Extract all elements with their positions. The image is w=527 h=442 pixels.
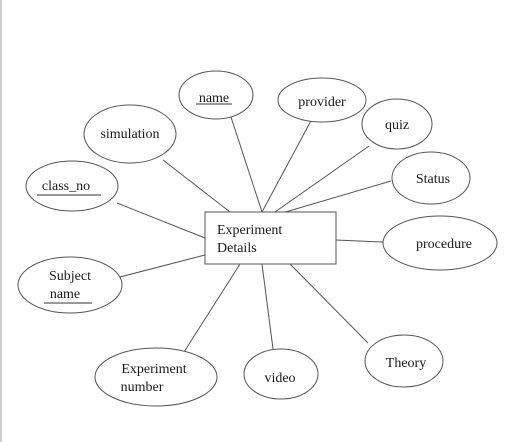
attribute-video-label: video [264,371,295,386]
entity-experiment-details[interactable]: Experiment Details [204,211,337,265]
attribute-procedure-label: procedure [416,237,472,252]
entity-label-line-2: Details [217,241,257,256]
attribute-simulation[interactable]: simulation [83,104,177,164]
attribute-subject-name-line-2: name [50,287,80,302]
edge-quiz [274,145,370,213]
attribute-subject-name[interactable]: Subject name [17,256,123,314]
edge-experiment-number [183,263,241,353]
attribute-class-no-label: class_no [42,179,90,194]
attribute-name-label: name [199,91,229,106]
attribute-experiment-number-line-1: Experiment [121,362,186,377]
entity-label-line-1: Experiment [217,223,282,238]
attribute-experiment-number-line-2: number [121,380,164,395]
edge-video [261,263,274,350]
edge-simulation [162,159,231,213]
attribute-provider-label: provider [298,95,346,110]
attribute-name[interactable]: name [178,70,254,120]
edge-name [229,113,263,213]
attribute-subject-name-line-1: Subject [49,269,91,284]
edge-status [281,180,392,214]
attribute-quiz[interactable]: quiz [361,98,433,150]
attribute-status-label: Status [416,172,450,187]
relationship-lines [116,113,392,353]
edge-procedure [335,239,384,243]
attribute-video[interactable]: video [243,348,319,400]
attribute-status[interactable]: Status [391,151,471,205]
attribute-provider[interactable]: provider [277,77,367,123]
edge-subject-name [119,254,206,278]
attribute-theory[interactable]: Theory [364,334,444,388]
attribute-procedure[interactable]: procedure [382,215,498,271]
attribute-quiz-label: quiz [385,118,409,133]
attribute-theory-label: Theory [386,356,426,371]
attribute-class-no[interactable]: class_no [25,160,119,212]
edge-provider [261,116,314,213]
edge-class-no [116,202,206,239]
attribute-experiment-number[interactable]: Experiment number [94,347,218,407]
edge-theory [289,263,369,344]
attribute-simulation-label: simulation [100,127,159,142]
